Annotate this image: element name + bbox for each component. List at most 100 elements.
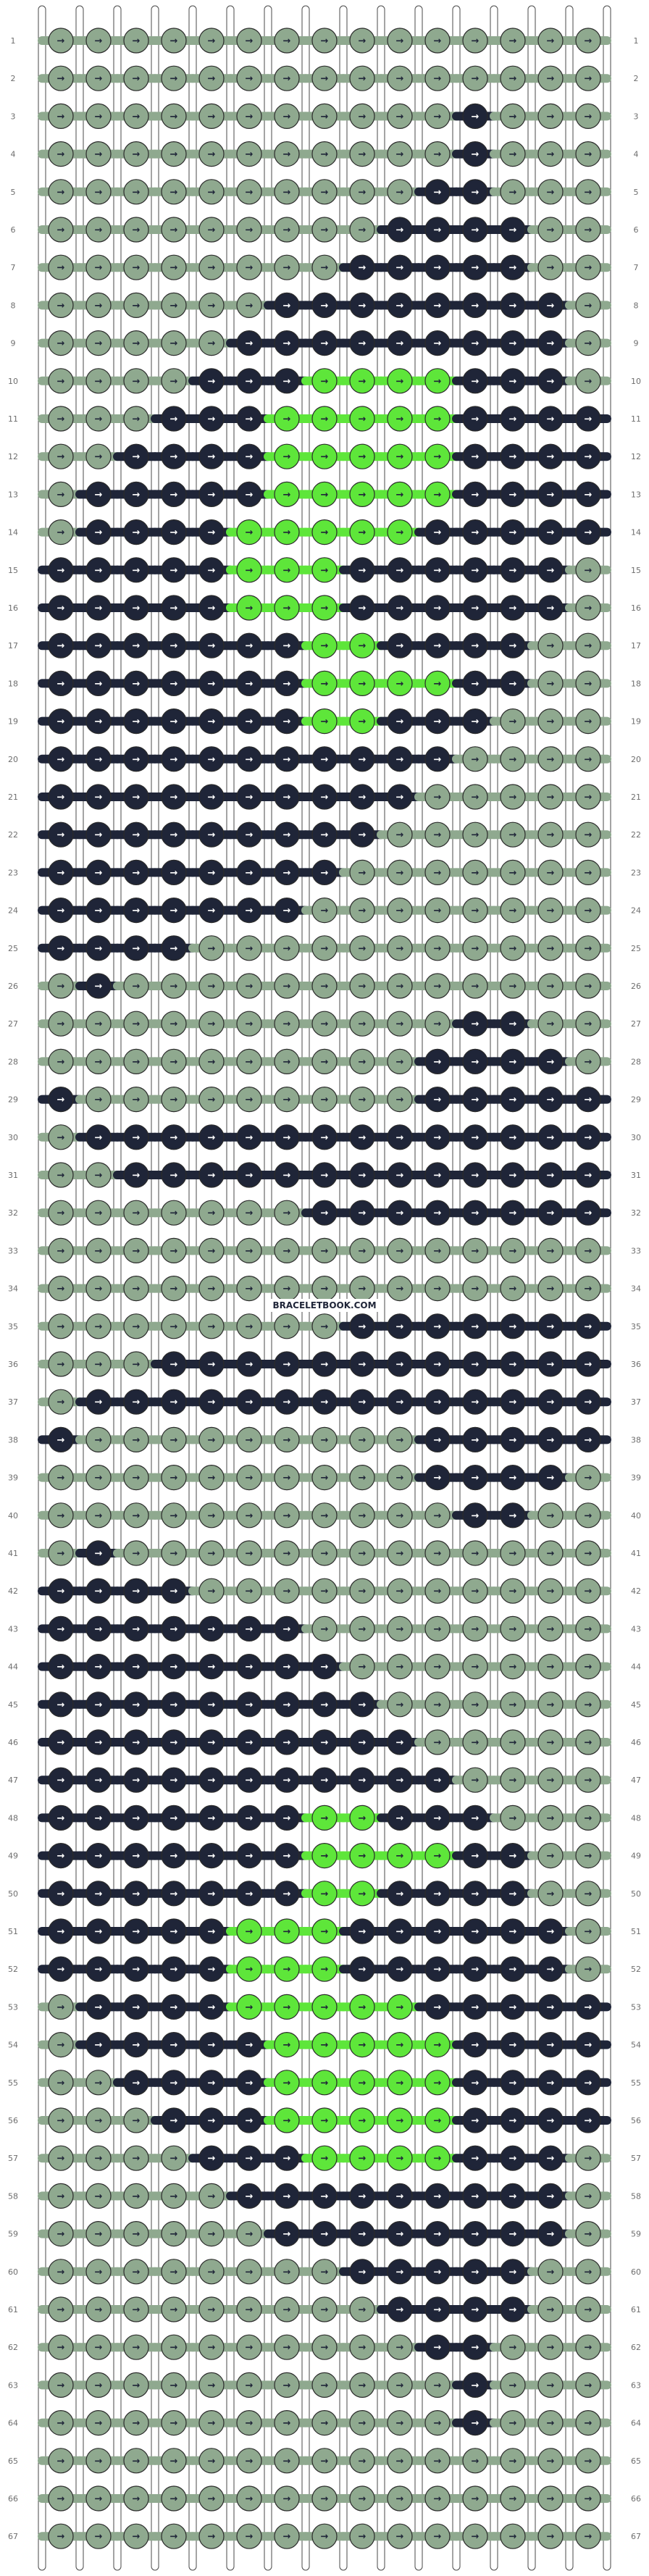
knot-arrow: → (321, 1360, 329, 1371)
row-label-left: 22 (8, 830, 18, 840)
knot-arrow: → (472, 2494, 480, 2505)
knot: → (414, 368, 461, 394)
knot-arrow: → (246, 2040, 254, 2051)
knot-circle (500, 821, 526, 848)
knot-arrow: → (246, 1473, 254, 1484)
knot: → (226, 103, 272, 129)
knot-arrow: → (585, 2191, 593, 2202)
knot: → (339, 28, 385, 54)
knot-arrow: → (509, 452, 517, 463)
knot-arrow: → (321, 2191, 329, 2202)
knot-arrow: → (321, 1019, 329, 1030)
knot-arrow: → (585, 1132, 593, 1143)
knot-arrow: → (396, 2343, 404, 2354)
knot-circle (349, 65, 375, 91)
knot: → (301, 519, 348, 545)
knot: → (565, 2372, 611, 2398)
knot: → (38, 1843, 84, 1869)
knot: → (301, 2523, 348, 2549)
knot-arrow: → (57, 2002, 65, 2013)
knot-arrow: → (208, 149, 216, 160)
knot-arrow: → (246, 1284, 254, 1295)
knot: → (490, 859, 536, 886)
knot: → (226, 2448, 272, 2474)
knot: → (565, 2296, 611, 2322)
row-label-right: 3 (634, 112, 639, 121)
knot: → (113, 2523, 159, 2549)
knot-arrow: → (246, 301, 254, 311)
knot: → (226, 254, 272, 280)
knot-circle (387, 254, 413, 280)
knot-arrow: → (95, 641, 103, 652)
knot-arrow: → (321, 2078, 329, 2088)
knot-arrow: → (246, 716, 254, 727)
knot-arrow: → (246, 414, 254, 425)
knot: → (527, 557, 574, 583)
knot-arrow: → (396, 830, 404, 841)
knot-circle (500, 481, 526, 508)
knot: → (490, 1162, 536, 1188)
knot-arrow: → (57, 1208, 65, 1219)
knot: → (452, 2523, 498, 2549)
knot: → (38, 481, 84, 508)
knot-arrow: → (509, 1813, 517, 1824)
knot-arrow: → (133, 982, 141, 992)
knot-circle (349, 708, 375, 735)
knot: → (38, 179, 84, 205)
knot-arrow: → (585, 1510, 593, 1521)
knot-arrow: → (472, 1473, 480, 1484)
knot-circle (198, 103, 225, 129)
knot: → (75, 1464, 122, 1491)
knot-circle (311, 368, 338, 394)
knot: → (113, 103, 159, 129)
knot: → (264, 897, 310, 924)
knot-arrow: → (170, 225, 178, 236)
knot-arrow: → (472, 376, 480, 387)
knot: → (226, 2107, 272, 2133)
knot: → (377, 595, 423, 621)
knot-arrow: → (509, 2456, 517, 2467)
row-label-right: 18 (631, 679, 641, 688)
knot-arrow: → (321, 301, 329, 311)
knot: → (226, 2334, 272, 2360)
knot: → (75, 2221, 122, 2247)
knot: → (188, 368, 235, 394)
knot: → (264, 1502, 310, 1529)
knot-arrow: → (396, 679, 404, 690)
knot: → (377, 1881, 423, 1907)
knot-circle (462, 254, 488, 280)
knot: → (377, 1578, 423, 1604)
row-label-right: 50 (631, 1889, 641, 1899)
knot-arrow: → (321, 414, 329, 425)
knot: → (113, 2259, 159, 2285)
knot-circle (537, 330, 564, 356)
row-label-right: 16 (631, 603, 641, 613)
row-label-right: 9 (634, 339, 639, 348)
knot-circle (161, 557, 187, 583)
knot-arrow: → (321, 679, 329, 690)
knot: → (151, 1767, 197, 1793)
knot-circle (161, 670, 187, 697)
knot-arrow: → (585, 1549, 593, 1560)
knot-arrow: → (472, 527, 480, 538)
knot: → (301, 1275, 348, 1302)
knot-arrow: → (57, 868, 65, 879)
knot-arrow: → (472, 2380, 480, 2391)
knot: → (452, 1313, 498, 1339)
knot: → (452, 28, 498, 54)
knot: → (113, 708, 159, 735)
knot-arrow: → (509, 225, 517, 236)
knot-circle (48, 897, 74, 924)
knot: → (414, 443, 461, 469)
knot: → (339, 254, 385, 280)
knot: → (226, 217, 272, 243)
knot-circle (85, 859, 112, 886)
knot: → (38, 746, 84, 772)
knot: → (38, 2032, 84, 2058)
knot: → (301, 1918, 348, 1944)
knot-circle (274, 859, 300, 886)
knot-circle (161, 141, 187, 167)
knot-circle (123, 557, 149, 583)
knot: → (490, 784, 536, 810)
knot: → (377, 1654, 423, 1680)
